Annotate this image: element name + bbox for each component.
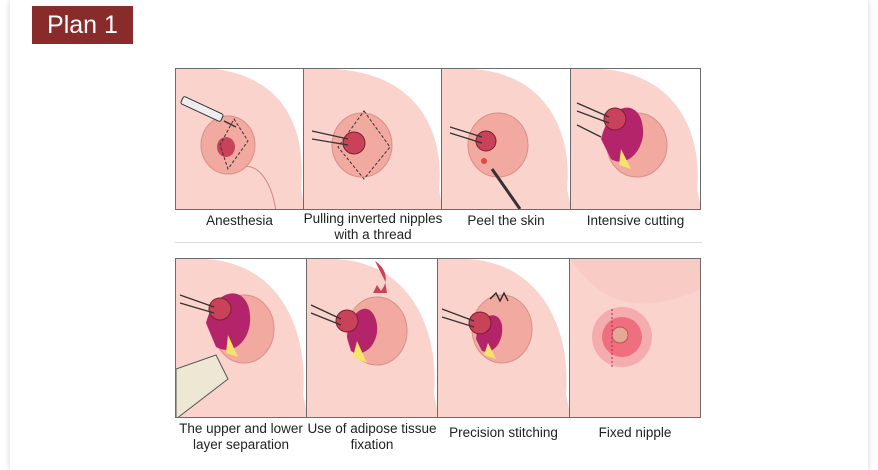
caption-fixed-nipple: Fixed nipple — [598, 425, 672, 440]
peel-skin-illustration — [442, 69, 570, 209]
intensive-cutting-illustration — [571, 69, 700, 209]
anesthesia-illustration — [176, 69, 303, 209]
caption-peel-skin: Peel the skin — [467, 213, 545, 228]
caption-intensive-cutting: Intensive cutting — [586, 213, 685, 228]
step-panel-adipose-fixation — [306, 258, 438, 418]
row-divider — [175, 242, 702, 243]
step-panel-anesthesia — [175, 68, 304, 210]
step-panel-layer-separation — [175, 258, 307, 418]
step-panel-precision-stitching — [437, 258, 570, 418]
caption-anesthesia: Anesthesia — [206, 213, 273, 228]
caption-adipose-fixation: Use of adipose tissue fixation — [307, 421, 437, 452]
step-panel-peel-skin — [441, 68, 571, 210]
step-panel-intensive-cutting — [570, 68, 701, 210]
pulling-thread-illustration — [304, 69, 441, 209]
caption-layer-separation: The upper and lower layer separation — [179, 421, 303, 452]
adipose-fixation-illustration — [307, 259, 437, 417]
precision-stitching-illustration — [438, 259, 569, 417]
caption-precision-stitching: Precision stitching — [449, 425, 558, 440]
fixed-nipple-illustration — [570, 259, 700, 417]
layer-separation-illustration — [176, 259, 306, 417]
step-panel-fixed-nipple — [569, 258, 701, 418]
plan-badge: Plan 1 — [32, 6, 133, 44]
caption-pulling-thread: Pulling inverted nipples with a thread — [303, 211, 443, 242]
step-panel-pulling-thread — [303, 68, 442, 210]
